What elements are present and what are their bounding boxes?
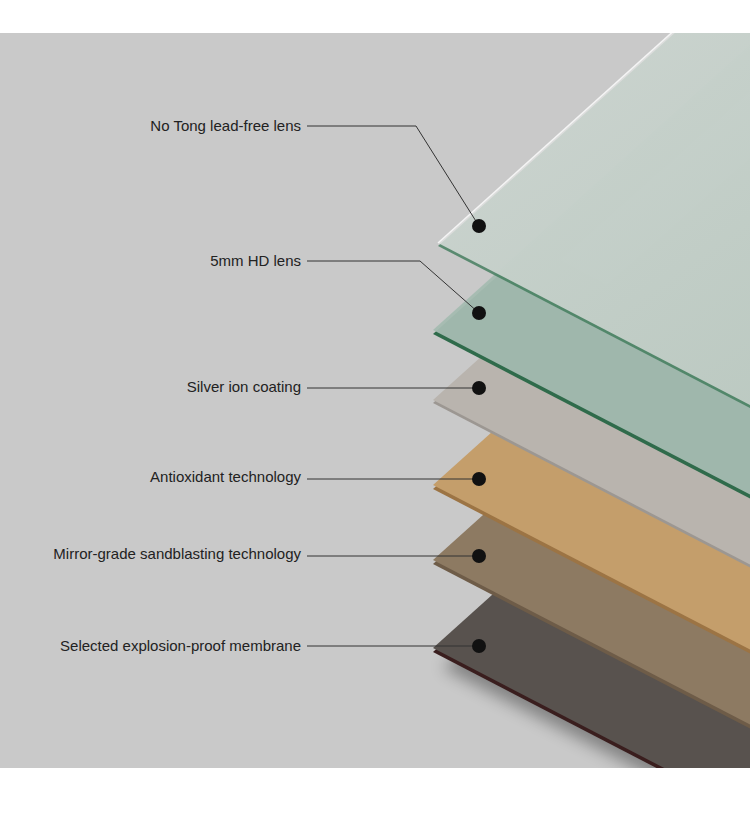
leader-line (307, 646, 479, 647)
callout-dot (472, 549, 486, 563)
part-label: No Tong lead-free lens (150, 116, 301, 136)
sheet-rim (438, 33, 750, 243)
callout-dot (472, 381, 486, 395)
callout-dot (472, 306, 486, 320)
leader-line (307, 479, 479, 480)
part-label: Selected explosion-proof membrane (60, 636, 301, 656)
leader-lines (307, 126, 479, 646)
part-label: Mirror-grade sandblasting technology (53, 544, 301, 564)
part-label: 5mm HD lens (210, 251, 301, 271)
callout-dot (472, 639, 486, 653)
leader-line (307, 556, 479, 557)
callout-dot (472, 219, 486, 233)
leader-line (307, 261, 479, 313)
callout-dot (472, 472, 486, 486)
leader-line (307, 126, 479, 226)
part-label: Antioxidant technology (150, 467, 301, 487)
callout-dots (472, 219, 486, 653)
part-label: Silver ion coating (187, 377, 301, 397)
leader-line (307, 388, 479, 389)
lead-free-lens-sheet (438, 33, 750, 461)
